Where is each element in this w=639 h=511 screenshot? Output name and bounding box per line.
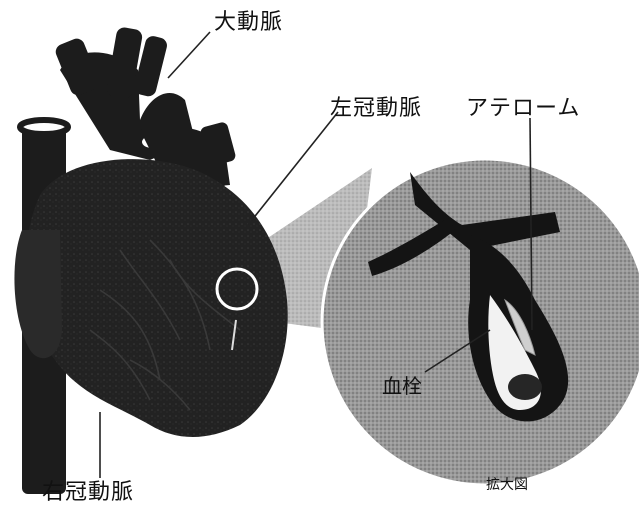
label-atheroma: アテローム xyxy=(466,98,580,120)
label-thrombus: 血栓 xyxy=(382,376,422,396)
label-enlarged-view: 拡大図 xyxy=(486,478,528,492)
label-left-coronary-artery: 左冠動脈 xyxy=(330,98,422,120)
label-right-coronary-artery: 右冠動脈 xyxy=(42,482,134,504)
label-aorta: 大動脈 xyxy=(214,12,283,34)
thrombus-mass xyxy=(508,374,542,400)
aorta-leader xyxy=(168,32,210,78)
heart xyxy=(14,26,287,494)
